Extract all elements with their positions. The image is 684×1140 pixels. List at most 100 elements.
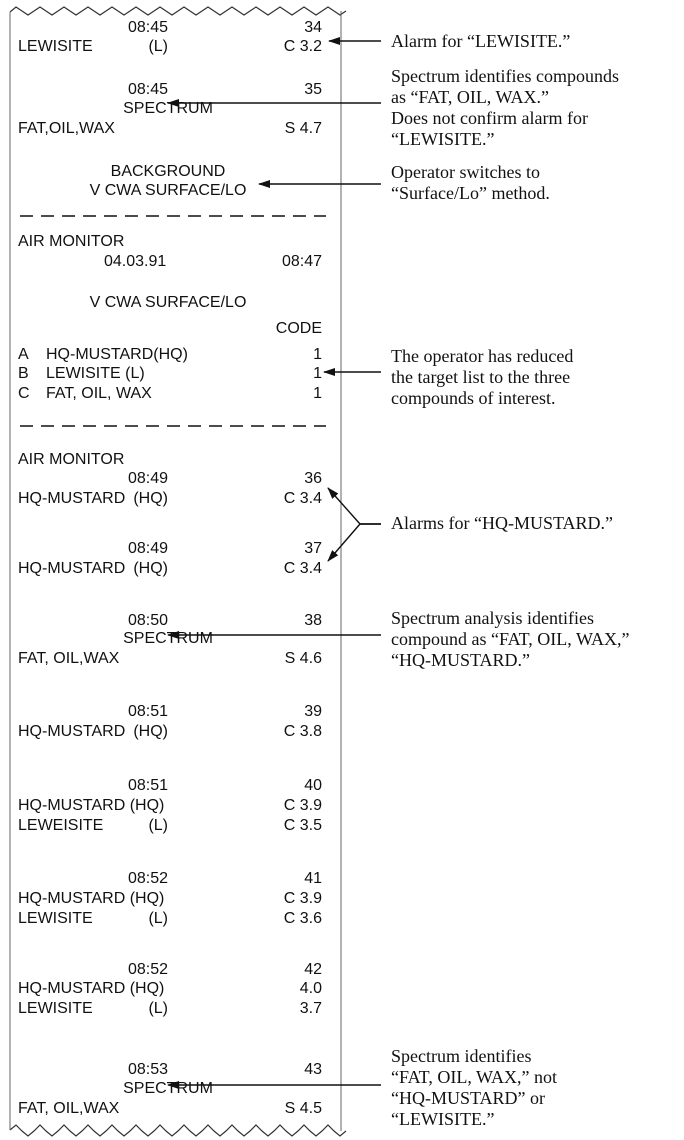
compound-tag: (HQ) — [133, 723, 168, 740]
tape-top-torn-edge — [9, 6, 347, 16]
compound-name: LEWEISITE — [18, 817, 103, 834]
entry-value: C 3.9 — [284, 797, 322, 814]
entry-value: 3.7 — [300, 1000, 322, 1017]
entry-time: 08:51 — [128, 703, 168, 720]
entry-value: 4.0 — [300, 980, 322, 997]
compound-tag: (HQ) — [133, 560, 168, 577]
entry-time: 08:45 — [128, 19, 168, 36]
annotation-line: “HQ-MUSTARD” or — [391, 1088, 545, 1108]
tape-heading: BACKGROUND — [111, 163, 226, 180]
entry-number: 38 — [304, 612, 322, 629]
entry-number: 36 — [304, 470, 322, 487]
compound-tag: (L) — [148, 910, 168, 927]
entry-time: 08:52 — [128, 870, 168, 887]
entry-value: S 4.6 — [285, 650, 322, 667]
compound-name: FAT, OIL, WAX — [46, 385, 152, 402]
entry-number: 43 — [304, 1061, 322, 1078]
annotation-line: Spectrum identifies compounds — [391, 66, 619, 86]
annotation-line: Does not confirm alarm for — [391, 108, 588, 128]
target-letter: A — [18, 346, 29, 363]
annotation-line: “HQ-MUSTARD.” — [391, 650, 530, 670]
entry-value: C 3.8 — [284, 723, 322, 740]
printer-tape-paper — [9, 6, 347, 1137]
compound-tag: (HQ) — [133, 490, 168, 507]
entry-number: 39 — [304, 703, 322, 720]
compound-name: LEWISITE (L) — [46, 365, 145, 382]
monitor-date: 04.03.91 — [104, 253, 166, 270]
annotation-note: Alarm for “LEWISITE.” — [391, 31, 570, 51]
compound-name: LEWISITE — [18, 1000, 93, 1017]
annotation-line: compound as “FAT, OIL, WAX,” — [391, 629, 629, 649]
entry-number: 35 — [304, 81, 322, 98]
annotation-note: Alarms for “HQ-MUSTARD.” — [391, 513, 613, 533]
annotation-line: as “FAT, OIL, WAX.” — [391, 87, 549, 107]
entry-value: CODE — [276, 320, 322, 337]
entry-value: C 3.5 — [284, 817, 322, 834]
compound-name: HQ-MUSTARD — [18, 723, 125, 740]
annotation-arrows — [167, 37, 381, 1089]
annotation-line: “FAT, OIL, WAX,” not — [391, 1067, 557, 1087]
entry-value: 1 — [313, 385, 322, 402]
entry-time: 08:49 — [128, 470, 168, 487]
entry-value: C 3.4 — [284, 560, 322, 577]
compound-name: AIR MONITOR — [18, 233, 124, 250]
compound-tag: (L) — [148, 1000, 168, 1017]
annotation-note: Spectrum identifies“FAT, OIL, WAX,” not“… — [391, 1046, 557, 1129]
annotation-line: Operator switches to — [391, 162, 540, 182]
entry-time: 08:50 — [128, 612, 168, 629]
compound-name: HQ-MUSTARD — [18, 560, 125, 577]
entry-number: 40 — [304, 777, 322, 794]
entry-time: 08:52 — [128, 961, 168, 978]
compound-name: FAT, OIL,WAX — [18, 650, 120, 667]
annotation-line: Alarm for “LEWISITE.” — [391, 31, 570, 51]
annotation-line: The operator has reduced — [391, 346, 573, 366]
compound-name: HQ-MUSTARD (HQ) — [18, 797, 164, 814]
compound-name: FAT, OIL,WAX — [18, 1100, 120, 1117]
annotation-line: compounds of interest. — [391, 388, 555, 408]
compound-name: LEWISITE — [18, 910, 93, 927]
compound-name: HQ-MUSTARD (HQ) — [18, 980, 164, 997]
entry-number: 34 — [304, 19, 322, 36]
target-letter: C — [18, 385, 30, 402]
annotation-line: Spectrum analysis identifies — [391, 608, 594, 628]
tape-heading: V CWA SURFACE/LO — [90, 182, 247, 199]
entry-value: 1 — [313, 365, 322, 382]
target-letter: B — [18, 365, 29, 382]
tape-entry: AIR MONITOR 04.03.91 08:47 V CWA SURFACE/LO… — [18, 233, 322, 402]
annotation-arrow — [327, 523, 381, 562]
tape-heading: V CWA SURFACE/LO — [90, 294, 247, 311]
annotation-line: “Surface/Lo” method. — [391, 183, 550, 203]
tape-entry: BACKGROUND V CWA SURFACE/LO — [90, 163, 247, 199]
compound-tag: (L) — [148, 817, 168, 834]
entry-value: S 4.7 — [285, 120, 322, 137]
compound-name: HQ-MUSTARD — [18, 490, 125, 507]
annotation-line: Alarms for “HQ-MUSTARD.” — [391, 513, 613, 533]
entry-time: 08:53 — [128, 1061, 168, 1078]
entry-value: S 4.5 — [285, 1100, 322, 1117]
annotation-arrow — [327, 487, 381, 525]
tape-heading: SPECTRUM — [123, 1080, 213, 1097]
annotation-line: the target list to the three — [391, 367, 570, 387]
entry-value: 08:47 — [282, 253, 322, 270]
entry-value: C 3.4 — [284, 490, 322, 507]
entry-value: C 3.6 — [284, 910, 322, 927]
tape-heading: SPECTRUM — [123, 630, 213, 647]
annotation-notes: Alarm for “LEWISITE.” Spectrum identifies… — [391, 31, 629, 1129]
entry-number: 37 — [304, 540, 322, 557]
tape-heading: SPECTRUM — [123, 100, 213, 117]
compound-tag: (L) — [148, 38, 168, 55]
entry-number: 42 — [304, 961, 322, 978]
